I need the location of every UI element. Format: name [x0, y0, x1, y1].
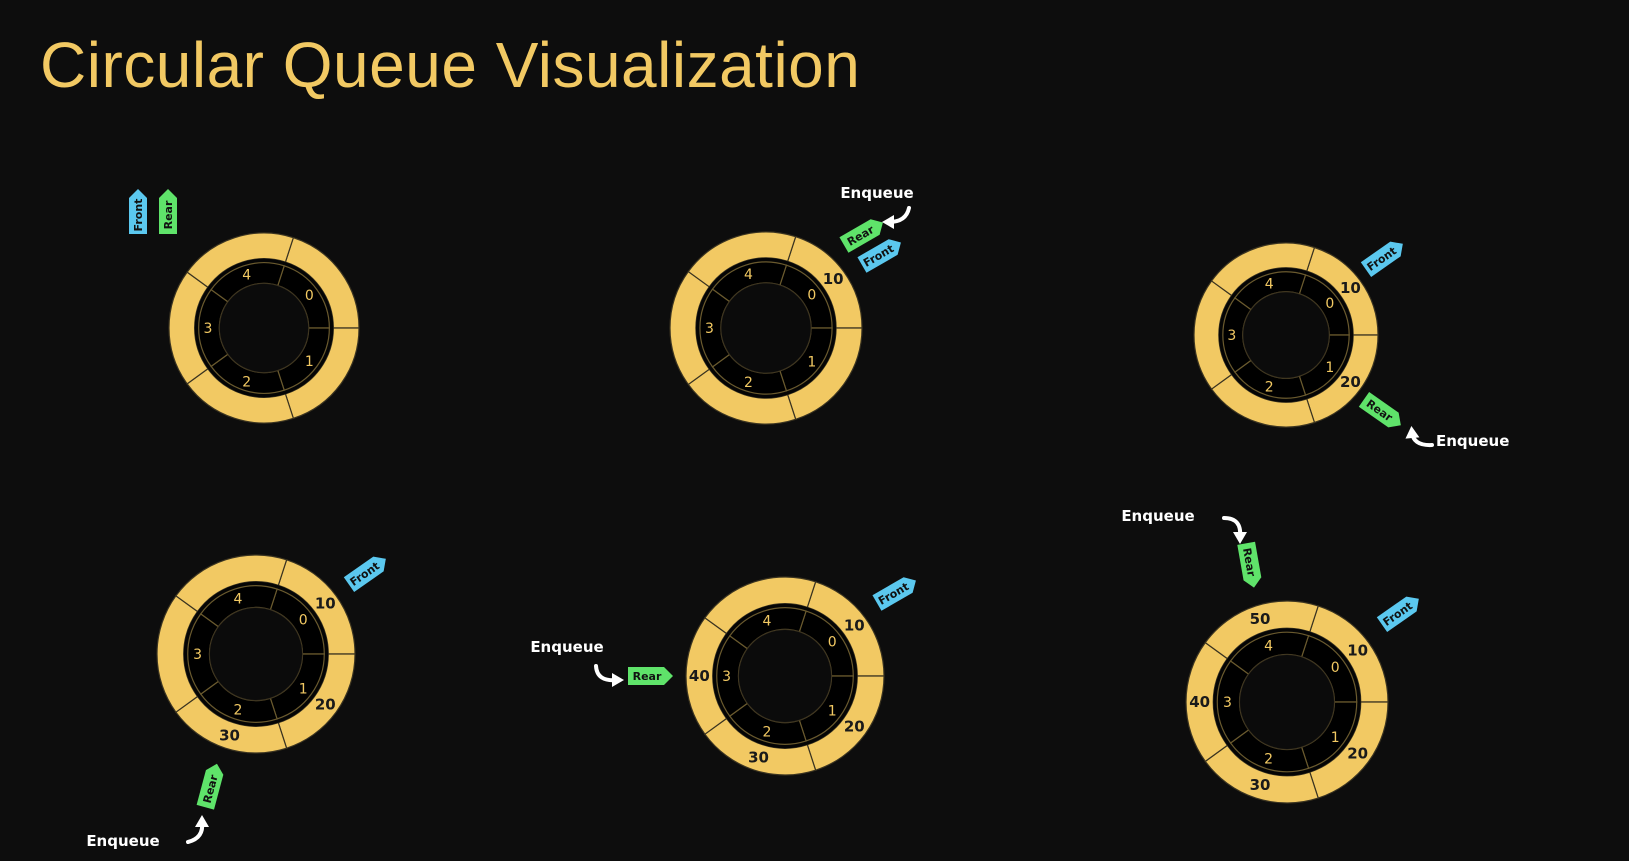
slot-index-1: 1 — [1325, 360, 1334, 376]
front-pointer-shape — [872, 577, 916, 611]
front-pointer: Front — [1360, 241, 1403, 277]
slot-index-2: 2 — [1265, 380, 1274, 396]
slot-index-0: 0 — [305, 288, 314, 304]
slot-index-3: 3 — [722, 669, 731, 685]
slot-value-2: 30 — [1250, 776, 1271, 794]
slot-index-4: 4 — [744, 267, 753, 283]
slot-value-1: 20 — [844, 717, 865, 735]
slot-value-1: 20 — [1340, 373, 1361, 391]
slot-index-4: 4 — [233, 591, 242, 607]
front-pointer-shape — [1376, 596, 1419, 632]
front-pointer-shape — [343, 556, 386, 592]
slot-index-1: 1 — [807, 354, 816, 370]
slot-index-1: 1 — [305, 354, 314, 370]
slot-index-3: 3 — [1223, 695, 1232, 711]
slot-index-3: 3 — [193, 647, 202, 663]
slot-index-3: 3 — [705, 321, 714, 337]
slot-index-0: 0 — [1325, 296, 1334, 312]
slot-value-0: 10 — [315, 595, 336, 613]
rear-pointer-label: Rear — [1240, 547, 1258, 578]
enqueue-arrowhead-icon — [1233, 532, 1247, 544]
slot-index-1: 1 — [299, 681, 308, 697]
rear-pointer-shape — [628, 667, 673, 685]
enqueue-label: Enqueue — [530, 638, 603, 656]
rear-pointer: Rear — [196, 763, 224, 810]
rear-pointer-shape — [196, 763, 224, 810]
slot-value-2: 30 — [219, 726, 240, 744]
page-title: Circular Queue Visualization — [40, 29, 861, 101]
queue-state-6: 0 1 2 3 4 10 20 30 40 50 Front Rear Enqueue — [1121, 507, 1419, 804]
slot-index-2: 2 — [233, 703, 242, 719]
slot-index-0: 0 — [807, 288, 816, 304]
queue-state-1: 0 1 2 3 4 Front Rear — [129, 189, 360, 424]
rear-pointer-label: Rear — [162, 200, 175, 229]
slot-index-2: 2 — [762, 725, 771, 741]
rear-pointer-shape — [159, 189, 177, 234]
slot-value-4: 50 — [1250, 610, 1271, 628]
front-pointer: Front — [129, 189, 147, 234]
rear-pointer-shape — [1237, 541, 1262, 588]
front-pointer: Front — [343, 556, 386, 592]
enqueue-arrowhead-icon — [195, 815, 209, 827]
rear-pointer: Rear — [1358, 392, 1401, 428]
slot-index-4: 4 — [762, 613, 771, 629]
enqueue-arrowhead-icon — [1405, 426, 1420, 439]
queue-hub — [1242, 291, 1330, 379]
slot-index-1: 1 — [828, 703, 837, 719]
queue-hub — [218, 282, 310, 374]
slot-value-0: 10 — [1340, 279, 1361, 297]
front-pointer-shape — [857, 239, 901, 273]
slot-value-0: 10 — [844, 617, 865, 635]
front-pointer-label: Front — [132, 199, 145, 232]
front-pointer: Front — [1376, 596, 1419, 632]
enqueue-label: Enqueue — [86, 832, 159, 850]
enqueue-label: Enqueue — [840, 184, 913, 202]
slot-value-0: 10 — [823, 270, 844, 288]
queue-hub — [720, 282, 812, 374]
queue-hub — [1239, 654, 1335, 750]
slot-index-4: 4 — [1264, 638, 1273, 654]
enqueue-label: Enqueue — [1436, 432, 1509, 450]
rear-pointer: Rear — [1237, 541, 1262, 588]
slot-index-3: 3 — [1227, 328, 1236, 344]
rear-pointer: Rear — [159, 189, 177, 234]
rear-pointer-shape — [839, 219, 883, 253]
slot-value-0: 10 — [1347, 642, 1368, 660]
slot-index-2: 2 — [242, 374, 251, 390]
slot-index-0: 0 — [828, 635, 837, 651]
slot-value-1: 20 — [315, 695, 336, 713]
slot-value-3: 40 — [1189, 693, 1210, 711]
slot-index-2: 2 — [744, 375, 753, 391]
queue-hub — [208, 606, 304, 702]
slot-index-4: 4 — [1265, 276, 1274, 292]
slot-value-2: 30 — [748, 748, 769, 766]
front-pointer-shape — [1360, 241, 1403, 277]
slot-index-4: 4 — [242, 268, 251, 284]
enqueue-label: Enqueue — [1121, 507, 1194, 525]
slot-index-0: 0 — [1331, 660, 1340, 676]
slot-index-2: 2 — [1264, 752, 1273, 768]
front-pointer-shape — [129, 189, 147, 234]
enqueue-arrowhead-icon — [612, 673, 624, 687]
slot-value-1: 20 — [1347, 744, 1368, 762]
rear-pointer-shape — [1358, 392, 1401, 428]
slot-index-3: 3 — [204, 321, 213, 337]
rear-pointer-label: Rear — [633, 670, 662, 683]
slot-index-1: 1 — [1331, 730, 1340, 746]
front-pointer: Front — [872, 577, 916, 611]
slot-value-3: 40 — [689, 667, 710, 685]
queue-hub — [737, 628, 833, 724]
slot-index-0: 0 — [299, 613, 308, 629]
enqueue-arrowhead-icon — [882, 215, 894, 229]
rear-pointer: Rear — [628, 667, 673, 685]
